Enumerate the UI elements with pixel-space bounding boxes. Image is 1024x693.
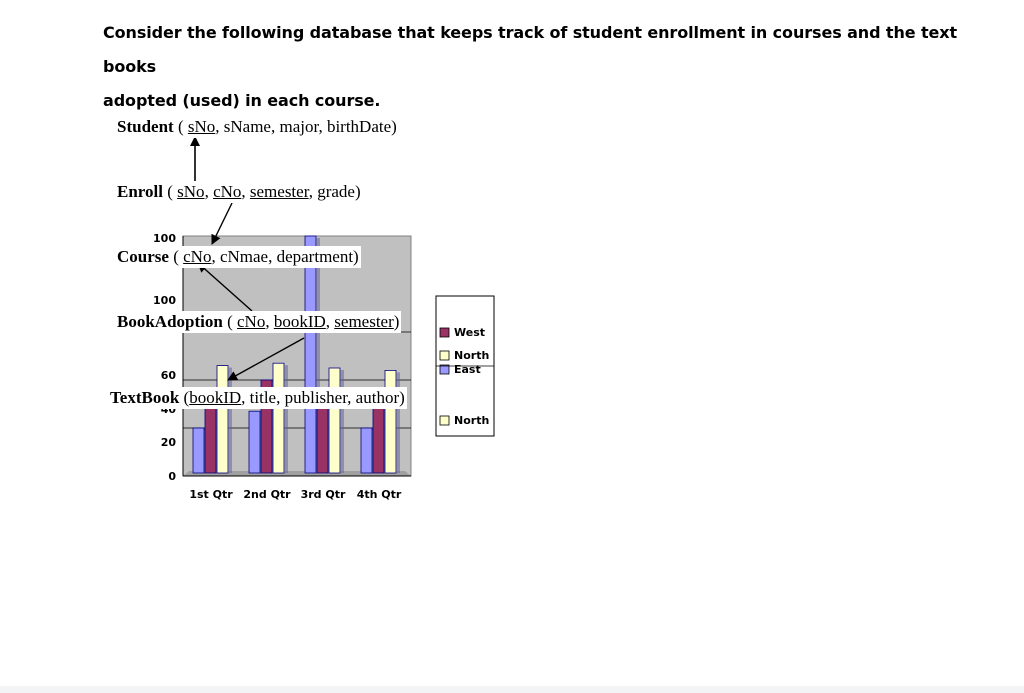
bar-east: [192, 427, 205, 474]
x-tick-label: 2nd Qtr: [243, 488, 291, 501]
key-attribute: semester: [249, 182, 309, 201]
schema-textbook: TextBook (bookID, title, publisher, auth…: [108, 387, 407, 409]
bar-side: [396, 372, 400, 473]
page-bottom-strip: [0, 686, 1024, 693]
bar-west: [372, 401, 385, 474]
attribute-list: , cNmae, department): [211, 247, 359, 266]
schema-punct: ,: [241, 182, 250, 201]
bar-north: [216, 365, 229, 474]
legend-swatch: [439, 364, 450, 375]
bar-east: [248, 410, 261, 474]
schema-punct: (: [173, 117, 188, 136]
y-tick-label: 100: [153, 232, 176, 245]
key-attribute: bookID: [273, 312, 326, 331]
attribute-list: , grade): [308, 182, 361, 201]
relation-name-textbook: TextBook: [110, 388, 180, 407]
schema-punct: ,: [265, 312, 274, 331]
legend-swatch: [439, 350, 450, 361]
bar-east: [304, 235, 317, 474]
key-attribute: cNo: [213, 182, 242, 201]
schema-punct: ,: [204, 182, 214, 201]
bar-side: [316, 238, 320, 473]
bar-side: [340, 370, 344, 473]
x-tick-label: 3rd Qtr: [301, 488, 346, 501]
legend-label: North: [454, 349, 489, 362]
y-tick-label: 60: [161, 369, 177, 382]
legend-label: East: [454, 363, 481, 376]
y-tick-label: 20: [161, 436, 177, 449]
relation-name-course: Course: [117, 247, 169, 266]
intro-paragraph: Consider the following database that kee…: [103, 16, 1003, 118]
bar-west: [204, 401, 217, 474]
bar-north: [384, 369, 397, 474]
x-tick-label: 4th Qtr: [357, 488, 402, 501]
relation-name-bookadoption: BookAdoption: [117, 312, 223, 331]
key-attribute: semester: [334, 312, 394, 331]
x-tick-label: 1st Qtr: [189, 488, 233, 501]
bar-north: [328, 367, 341, 474]
plot-floor: [183, 471, 411, 476]
schema-bookadoption: BookAdoption ( cNo, bookID, semester): [115, 311, 402, 333]
bar-north: [272, 362, 285, 474]
key-attribute: cNo: [183, 247, 212, 266]
key-attribute: sNo: [177, 182, 205, 201]
intro-line-1: Consider the following database that kee…: [103, 23, 958, 76]
schema-course: Course ( cNo, cNmae, department): [115, 246, 361, 268]
attribute-list: , title, publisher, author): [241, 388, 405, 407]
schema-punct: (: [162, 182, 178, 201]
attribute-list: , sName, major, birthDate): [215, 117, 397, 136]
schema-punct: (: [222, 312, 237, 331]
key-attribute: sNo: [187, 117, 216, 136]
key-attribute: cNo: [237, 312, 266, 331]
relation-name-enroll: Enroll: [117, 182, 163, 201]
legend-swatch: [439, 327, 450, 338]
schema-student: Student ( sNo, sName, major, birthDate): [115, 116, 399, 138]
bar-side: [284, 365, 288, 473]
attribute-list: ): [393, 312, 400, 331]
bar-side: [228, 367, 232, 473]
schema-enroll: Enroll ( sNo, cNo, semester, grade): [115, 181, 363, 203]
intro-line-2: adopted (used) in each course.: [103, 91, 381, 110]
relation-name-student: Student: [117, 117, 174, 136]
legend-swatch: [439, 415, 450, 426]
bar-east: [360, 427, 373, 474]
schema-punct: (: [179, 388, 190, 407]
legend-label: North: [454, 414, 489, 427]
y-tick-label: 0: [168, 470, 176, 483]
key-attribute: bookID: [189, 388, 242, 407]
schema-punct: (: [168, 247, 184, 266]
legend-label: West: [454, 326, 485, 339]
schema-punct: ,: [325, 312, 335, 331]
y-tick-label: 100: [153, 294, 176, 307]
